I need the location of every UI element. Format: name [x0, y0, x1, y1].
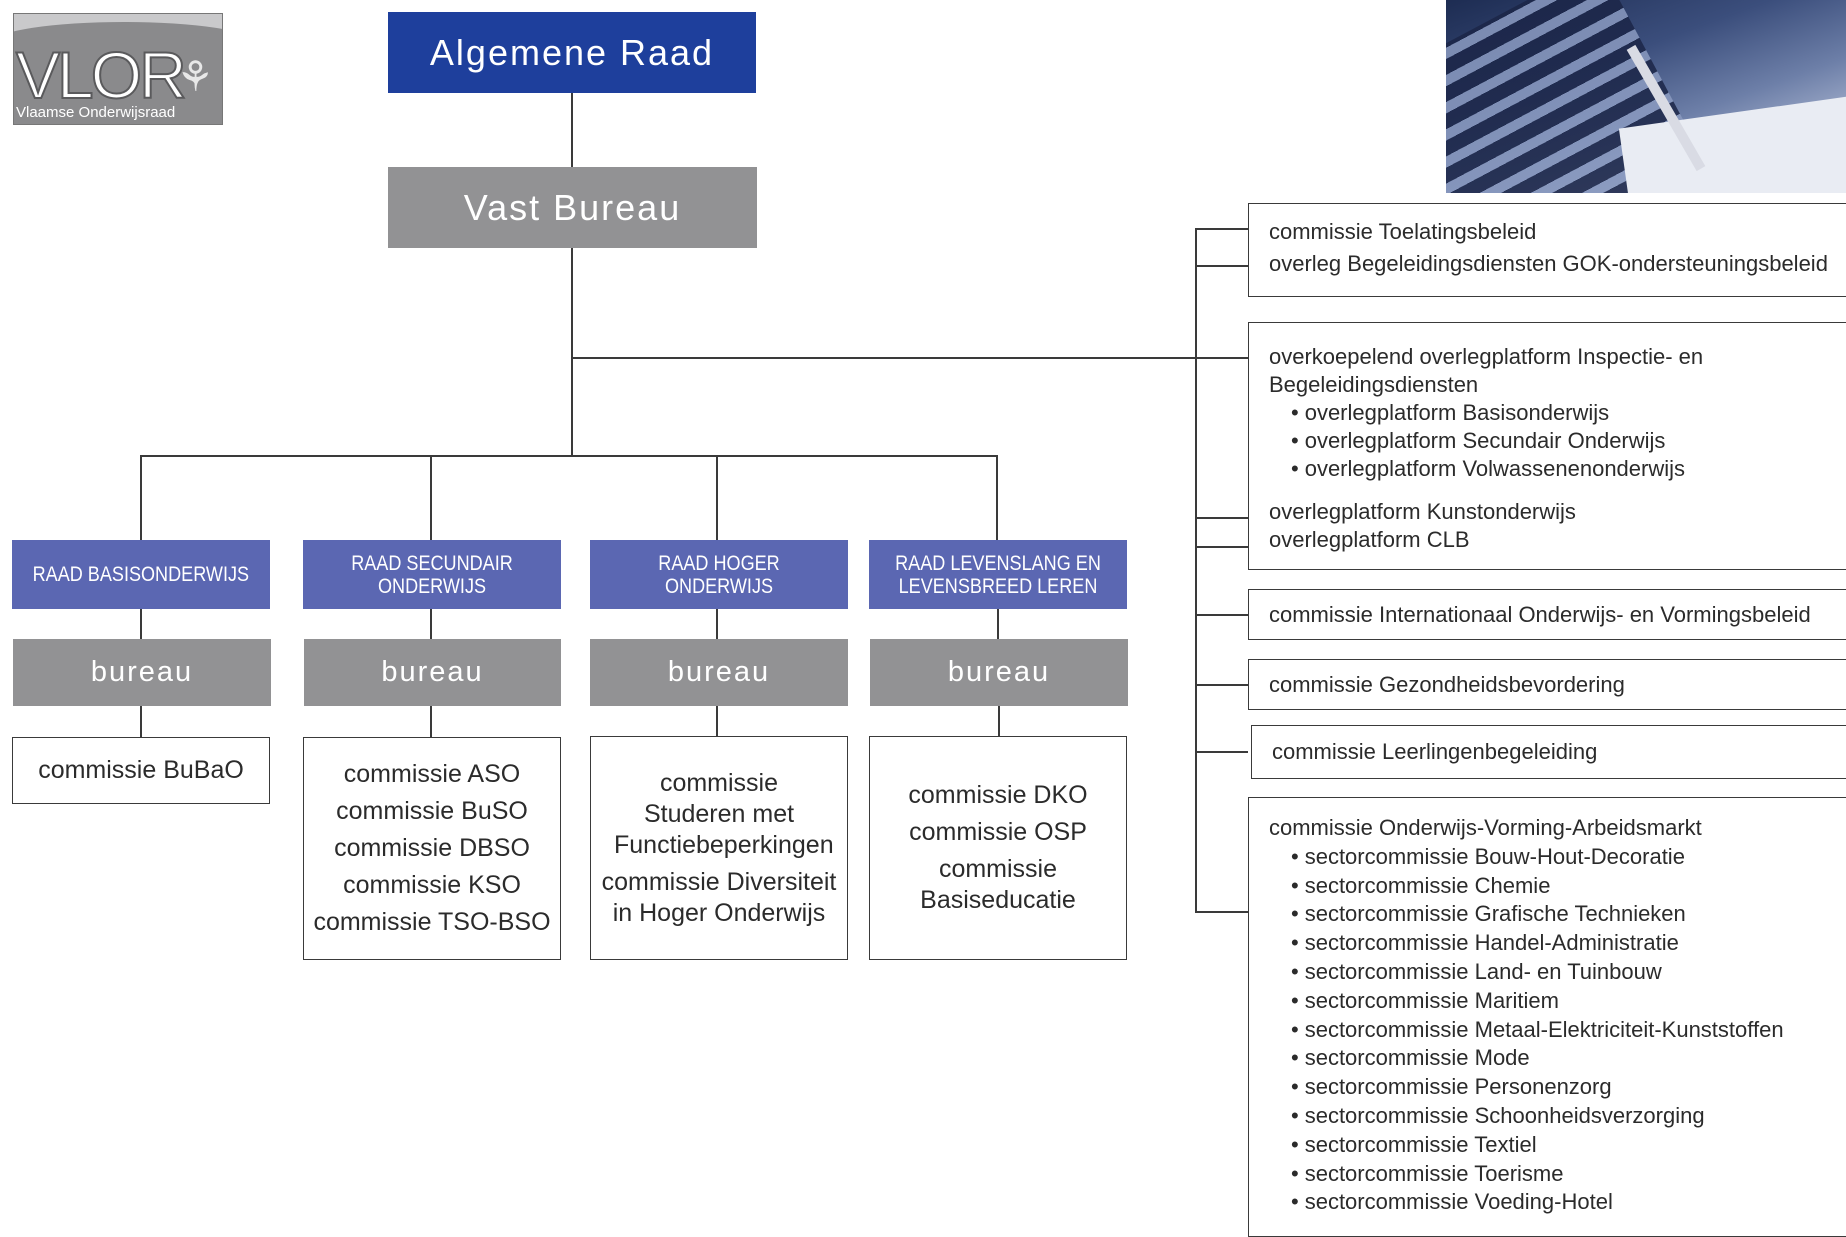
flemish-lion-icon: ⚘	[176, 53, 214, 100]
bullet-item: sectorcommissie Maritiem	[1269, 987, 1846, 1016]
commissie-label: commissie OSP	[909, 818, 1087, 846]
vlor-logo: VLOR ⚘ Vlaamse Onderwijsraad	[13, 13, 223, 125]
connector	[1195, 265, 1248, 267]
connector	[140, 609, 142, 639]
connector	[140, 455, 998, 457]
commissie-label: commissie KSO	[343, 871, 521, 899]
commissie-label: overleg Begeleidingsdiensten GOK-onderst…	[1269, 251, 1828, 276]
platform-title: Begeleidingsdiensten	[1269, 372, 1479, 397]
connector	[1195, 751, 1248, 753]
connector	[1195, 357, 1248, 359]
platform-label: overlegplatform Kunstonderwijs	[1269, 499, 1576, 524]
bureau-box: bureau	[590, 639, 848, 706]
connector	[430, 706, 432, 737]
connector	[716, 455, 718, 540]
bullet-item: sectorcommissie Voeding-Hotel	[1269, 1188, 1846, 1217]
algemene-raad-box: Algemene Raad	[388, 12, 756, 93]
connector	[1195, 228, 1248, 230]
bullet-item: sectorcommissie Toerisme	[1269, 1160, 1846, 1189]
vast-bureau-box: Vast Bureau	[388, 167, 757, 248]
connector	[140, 455, 142, 540]
connector	[571, 248, 573, 455]
commissie-label: commissie Toelatingsbeleid	[1269, 219, 1537, 244]
logo-letters: VLOR	[15, 38, 188, 112]
leerlingenbegeleiding-box: commissie Leerlingenbegeleiding	[1251, 725, 1846, 779]
commissie-label: commissie BuSO	[336, 797, 528, 825]
bullet-item: sectorcommissie Mode	[1269, 1044, 1846, 1073]
bullet-item: overlegplatform Volwassenenonderwijs	[1269, 455, 1846, 483]
commissie-box: commissie Studeren met Functiebeperkinge…	[590, 736, 848, 960]
commissie-label: commissie Diversiteit in Hoger Onderwijs	[601, 867, 837, 927]
bullet-item: sectorcommissie Bouw-Hout-Decoratie	[1269, 843, 1846, 872]
connector	[997, 609, 999, 639]
connector	[430, 455, 432, 540]
bullet-item: overlegplatform Basisonderwijs	[1269, 399, 1846, 427]
overlegplatform-box: overkoepelend overlegplatform Inspectie-…	[1248, 322, 1846, 570]
bullet-item: sectorcommissie Handel-Administratie	[1269, 929, 1846, 958]
connector	[996, 455, 998, 540]
raad-basisonderwijs-box: RAAD BASISONDERWIJS	[12, 540, 270, 609]
commissie-label: commissie Onderwijs-Vorming-Arbeidsmarkt	[1269, 815, 1702, 840]
connector	[998, 706, 1000, 736]
commissie-box: commissie DKO commissie OSP commissie Ba…	[869, 736, 1127, 960]
commissie-label: commissie Basiseducatie	[920, 855, 1076, 914]
commissie-label: commissie ASO	[343, 760, 521, 788]
connector	[716, 706, 718, 736]
internationaal-box: commissie Internationaal Onderwijs- en V…	[1248, 589, 1846, 640]
connector	[571, 357, 1248, 359]
connector	[571, 93, 573, 167]
raad-levenslang-levensbreed-leren-box: RAAD LEVENSLANG EN LEVENSBREED LEREN	[869, 540, 1127, 609]
bureau-box: bureau	[13, 639, 271, 706]
commissie-label: commissie BuBaO	[38, 756, 244, 784]
raad-hoger-onderwijs-box: RAAD HOGER ONDERWIJS	[590, 540, 848, 609]
commissie-label: commissie Gezondheidsbevordering	[1269, 671, 1625, 697]
commissie-label: commissie Internationaal Onderwijs- en V…	[1269, 601, 1811, 627]
commissie-label: commissie DKO	[908, 781, 1088, 809]
platform-label: overlegplatform CLB	[1269, 527, 1470, 552]
bullet-item: overlegplatform Secundair Onderwijs	[1269, 427, 1846, 455]
connector	[716, 609, 718, 639]
commissie-label: commissie DBSO	[334, 834, 530, 862]
connector	[430, 609, 432, 639]
commissie-box: commissie BuBaO	[12, 737, 270, 804]
bullet-item: sectorcommissie Textiel	[1269, 1131, 1846, 1160]
logo-subtitle: Vlaamse Onderwijsraad	[16, 104, 176, 121]
connector	[1195, 614, 1248, 616]
bureau-box: bureau	[304, 639, 561, 706]
bullet-item: sectorcommissie Land- en Tuinbouw	[1269, 958, 1846, 987]
connector	[1195, 546, 1248, 548]
commissie-box: commissie ASO commissie BuSO commissie D…	[303, 737, 561, 960]
bullet-item: sectorcommissie Metaal-Elektriciteit-Kun…	[1269, 1016, 1846, 1045]
bullet-item: sectorcommissie Chemie	[1269, 872, 1846, 901]
bullet-item: sectorcommissie Schoonheidsverzorging	[1269, 1102, 1846, 1131]
connector	[1195, 684, 1248, 686]
connector	[1195, 228, 1197, 913]
bullet-item: sectorcommissie Personenzorg	[1269, 1073, 1846, 1102]
platform-title: overkoepelend overlegplatform Inspectie-…	[1269, 344, 1704, 369]
commissie-label: commissie Studeren met Functiebeperkinge…	[614, 768, 834, 859]
child-writing-photo	[1446, 0, 1846, 193]
raad-secundair-onderwijs-box: RAAD SECUNDAIR ONDERWIJS	[303, 540, 561, 609]
connector	[1195, 911, 1248, 913]
connector	[1195, 517, 1248, 519]
toelatingsbeleid-box: commissie Toelatingsbeleid overleg Begel…	[1248, 203, 1846, 297]
connector	[140, 706, 142, 737]
commissie-label: commissie Leerlingenbegeleiding	[1272, 739, 1598, 764]
gezondheidsbevordering-box: commissie Gezondheidsbevordering	[1248, 659, 1846, 710]
bullet-item: sectorcommissie Grafische Technieken	[1269, 900, 1846, 929]
commissie-label: commissie TSO-BSO	[313, 908, 551, 936]
onderwijs-vorming-arbeidsmarkt-box: commissie Onderwijs-Vorming-Arbeidsmarkt…	[1248, 797, 1846, 1237]
bureau-box: bureau	[870, 639, 1128, 706]
